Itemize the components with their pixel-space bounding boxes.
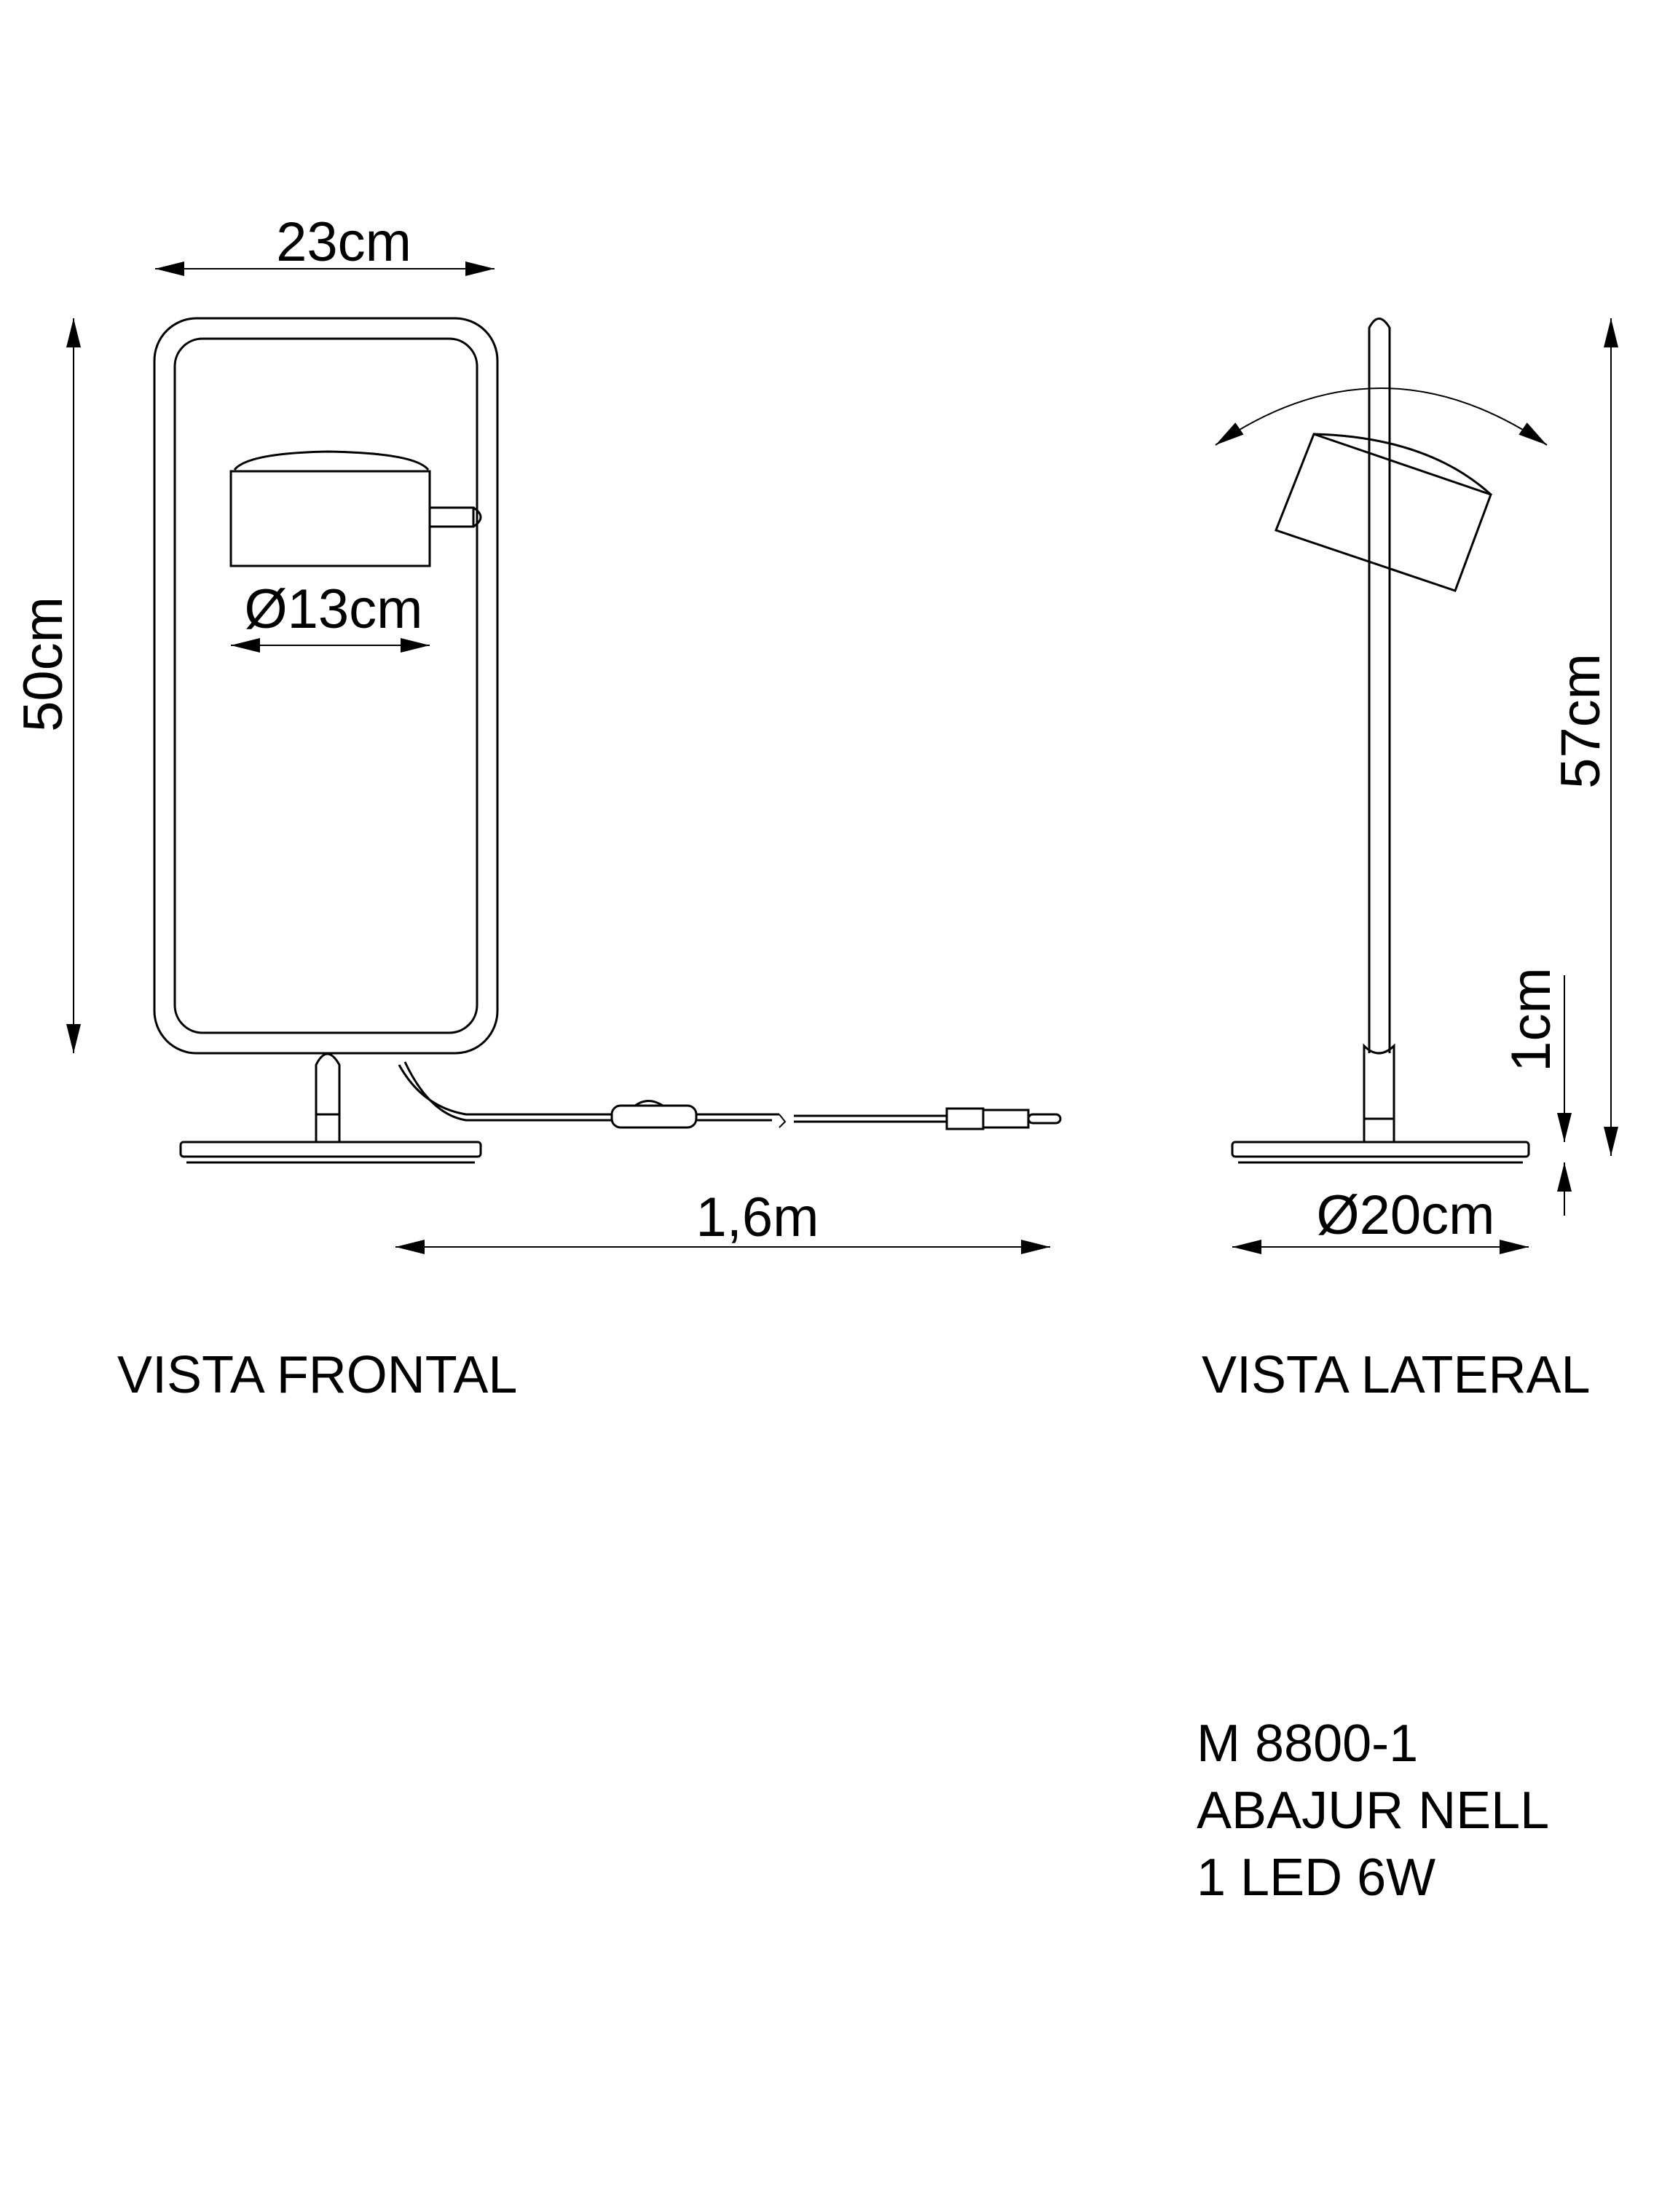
lamp-base-side bbox=[1231, 1141, 1530, 1158]
base-thickness-label: 1cm bbox=[1500, 967, 1562, 1072]
front-view: 23cm 50cm Ø13cm bbox=[12, 211, 1062, 1404]
plug-body bbox=[945, 1107, 985, 1130]
shade-diameter-label: Ø13cm bbox=[245, 578, 423, 640]
lamp-base-front bbox=[179, 1052, 482, 1164]
lamp-shade-side bbox=[1275, 433, 1492, 592]
side-view: 57cm 1cm Ø20cm VISTA LATERAL bbox=[1202, 318, 1618, 1404]
total-height-label: 57cm bbox=[1550, 653, 1612, 789]
product-info: M 8800-1 ABAJUR NELL 1 LED 6W bbox=[1197, 1715, 1549, 1907]
lamp-frame-inner bbox=[173, 337, 478, 1034]
lamp-frame-outer bbox=[153, 317, 499, 1055]
product-spec: 1 LED 6W bbox=[1197, 1849, 1435, 1907]
side-view-title: VISTA LATERAL bbox=[1202, 1346, 1591, 1404]
lamp-pole bbox=[1368, 318, 1391, 1053]
product-code: M 8800-1 bbox=[1197, 1715, 1418, 1773]
pole-holder bbox=[1363, 1043, 1395, 1142]
width-dimension-label: 23cm bbox=[276, 211, 411, 273]
lamp-shade-front bbox=[229, 450, 482, 567]
base-diameter-label: Ø20cm bbox=[1317, 1184, 1495, 1246]
power-cable bbox=[398, 1061, 1062, 1130]
cable-length-label: 1,6m bbox=[696, 1186, 819, 1248]
height-dimension-label: 50cm bbox=[12, 597, 74, 732]
tilt-rotation-arrow bbox=[1215, 387, 1548, 446]
front-view-title: VISTA FRONTAL bbox=[117, 1346, 517, 1404]
product-name: ABAJUR NELL bbox=[1197, 1782, 1549, 1840]
cable-switch bbox=[610, 1104, 698, 1129]
